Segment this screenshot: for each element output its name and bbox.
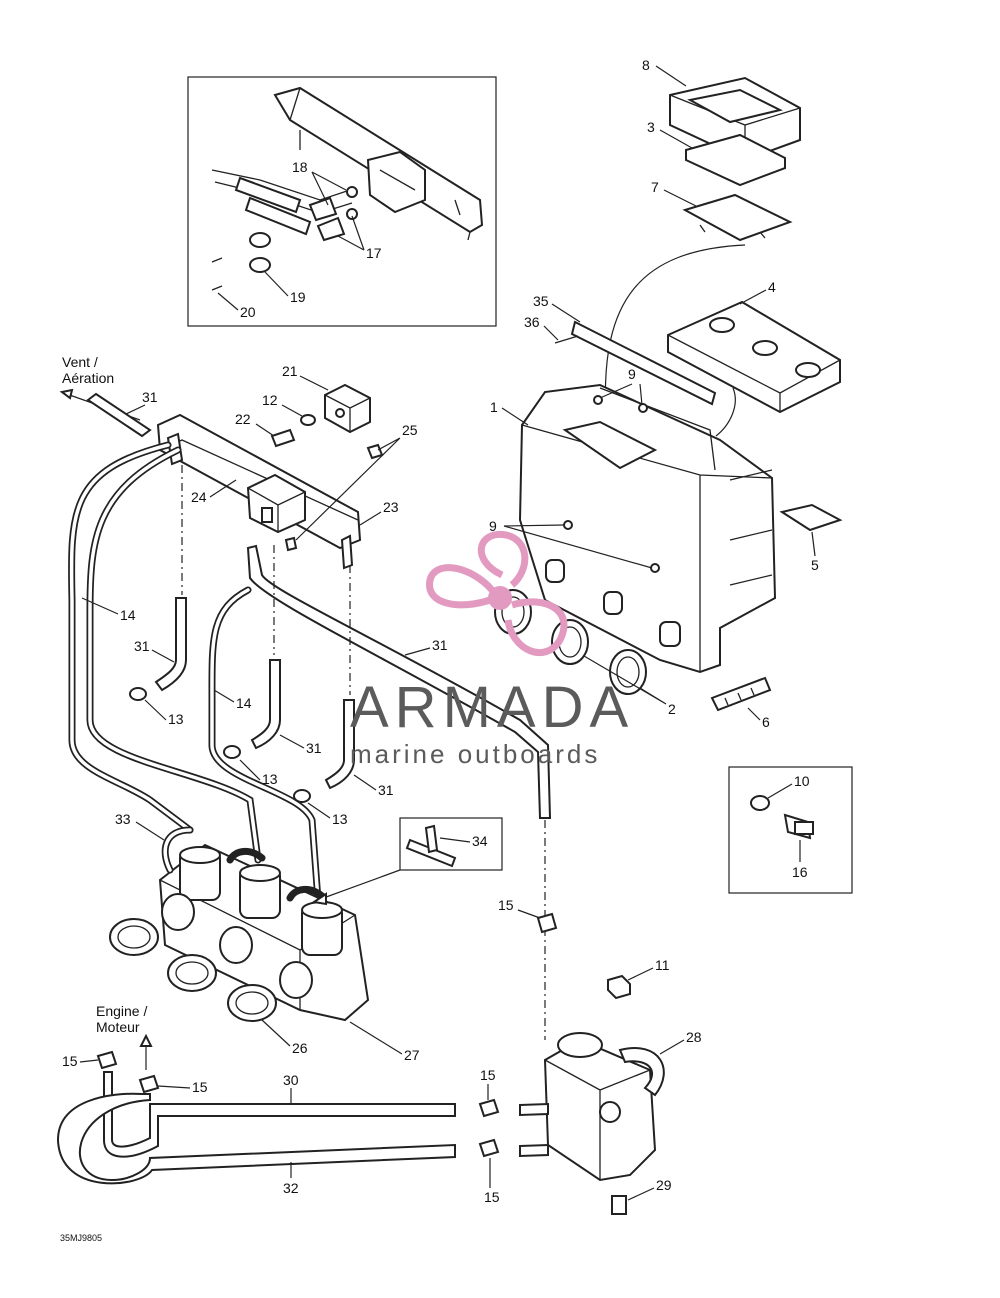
washer-part-12 — [300, 414, 316, 426]
label-31e: 31 — [378, 782, 394, 798]
screw-part-36 — [554, 335, 579, 344]
hose-clamps-part-26 — [109, 918, 277, 1022]
injector-wires — [211, 169, 358, 242]
label-15d: 15 — [480, 1067, 496, 1083]
label-2: 2 — [668, 701, 676, 717]
label-9b: 9 — [489, 518, 497, 534]
label-24: 24 — [191, 489, 207, 505]
label-19: 19 — [290, 289, 306, 305]
filter-part-3 — [685, 133, 786, 187]
fuel-hoses-part-14 — [68, 441, 322, 904]
clamps-inset — [211, 232, 271, 291]
label-9a: 9 — [628, 366, 636, 382]
vent-hose-part-31 — [86, 392, 152, 438]
propeller-logo — [426, 531, 568, 656]
engine-label-line2: Moteur — [96, 1019, 140, 1035]
vent-arrow-head — [59, 388, 74, 400]
label-31b: 31 — [134, 638, 150, 654]
pad-part-5 — [779, 503, 843, 532]
label-18: 18 — [292, 159, 308, 175]
label-15e: 15 — [484, 1189, 500, 1205]
label-14b: 14 — [236, 695, 252, 711]
inset-box-tee — [399, 817, 503, 871]
label-29: 29 — [656, 1177, 672, 1193]
label-35: 35 — [533, 293, 549, 309]
gasket-part-6 — [710, 676, 772, 712]
inset-box-sensor — [728, 766, 853, 894]
hose-part-30 — [103, 1071, 456, 1158]
bracket-part-21 — [324, 383, 371, 434]
regulator-block-part-24 — [246, 473, 306, 534]
label-25: 25 — [402, 422, 418, 438]
label-26: 26 — [292, 1040, 308, 1056]
watermark-tagline: marine outboards — [350, 739, 600, 769]
label-22: 22 — [235, 411, 251, 427]
label-15c: 15 — [192, 1079, 208, 1095]
fuel-lines-part-33 — [161, 826, 326, 902]
label-17: 17 — [366, 245, 382, 261]
sensor-part-16 — [783, 813, 814, 840]
vent-label-line1: Vent / — [62, 354, 98, 370]
vent-label-line2: Aération — [62, 370, 114, 386]
label-31d: 31 — [306, 740, 322, 756]
plate-part-7 — [682, 193, 793, 242]
air-silencer-body-part-1 — [518, 383, 777, 674]
tee-fitting-part-34 — [405, 824, 457, 868]
short-hoses-part-31 — [154, 597, 355, 790]
label-20: 20 — [240, 304, 256, 320]
inset-box-harness — [187, 76, 497, 327]
label-31a: 31 — [142, 389, 158, 405]
screw-part-22 — [270, 428, 296, 448]
label-13a: 13 — [168, 711, 184, 727]
reference-code: 35MJ9805 — [60, 1233, 102, 1243]
watermark: ARMADA marine outboards — [350, 531, 634, 769]
label-27: 27 — [404, 1047, 420, 1063]
bolt-part-29 — [611, 1195, 627, 1215]
label-1: 1 — [490, 399, 498, 415]
label-28: 28 — [686, 1029, 702, 1045]
label-8: 8 — [642, 57, 650, 73]
clamps-part-13 — [129, 687, 311, 803]
rail-part-35 — [570, 320, 717, 406]
label-10: 10 — [794, 773, 810, 789]
label-11: 11 — [655, 957, 670, 973]
label-14a: 14 — [120, 607, 136, 623]
label-4: 4 — [768, 279, 776, 295]
nut-part-10 — [750, 795, 770, 811]
label-23: 23 — [383, 499, 399, 515]
label-5: 5 — [811, 557, 819, 573]
label-13b: 13 — [262, 771, 278, 787]
clamp-part-15-top — [536, 912, 558, 934]
clamps-part-15 — [96, 1050, 500, 1158]
label-3: 3 — [647, 119, 655, 135]
fuel-pump-part-28 — [519, 1032, 665, 1182]
engine-label-line1: Engine / — [96, 1003, 147, 1019]
foam-frame-part-8 — [669, 76, 801, 162]
label-31c: 31 — [432, 637, 448, 653]
label-33: 33 — [115, 811, 131, 827]
label-6: 6 — [762, 714, 770, 730]
engine-arrow-head — [139, 1033, 153, 1047]
label-32: 32 — [283, 1180, 299, 1196]
foam-part-4 — [667, 300, 841, 414]
label-30: 30 — [283, 1072, 299, 1088]
throttle-body-assembly-part-27 — [158, 843, 370, 1022]
label-34: 34 — [472, 833, 488, 849]
label-12: 12 — [262, 392, 278, 408]
screws-part-25 — [284, 443, 384, 552]
nut-part-11 — [607, 974, 631, 1000]
hose-part-32 — [56, 1092, 456, 1185]
watermark-brand: ARMADA — [350, 675, 634, 740]
label-15b: 15 — [62, 1053, 78, 1069]
label-21: 21 — [282, 363, 298, 379]
label-36: 36 — [524, 314, 540, 330]
label-16: 16 — [792, 864, 808, 880]
tee-arrow-head — [311, 892, 327, 906]
label-15a: 15 — [498, 897, 514, 913]
label-13c: 13 — [332, 811, 348, 827]
fuel-rail-inset — [273, 86, 484, 241]
return-hose-part-31 — [246, 544, 552, 819]
label-7: 7 — [651, 179, 659, 195]
